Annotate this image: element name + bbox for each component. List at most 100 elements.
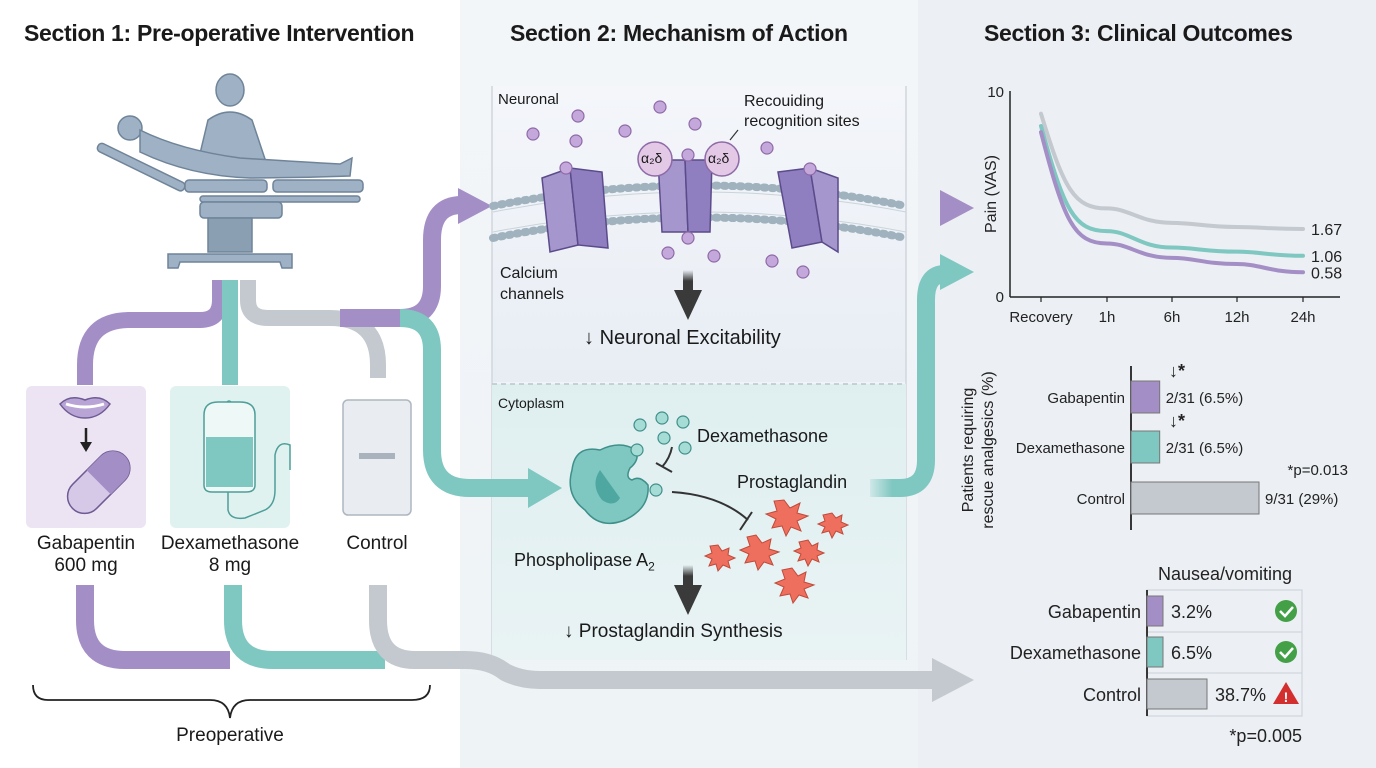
- alpha2delta-subunit-left: [637, 141, 673, 177]
- significance-marker: ↓*: [1169, 361, 1185, 381]
- check-icon: [1275, 600, 1297, 622]
- value-label: 3.2%: [1171, 602, 1212, 622]
- value-label: 38.7%: [1215, 685, 1266, 705]
- phospholipase-subscript: 2: [648, 559, 655, 574]
- p-value-annotation: *p=0.013: [1288, 462, 1348, 479]
- excitability-arrow: [674, 270, 702, 320]
- prostaglandin-synthesis-text: Prostaglandin Synthesis: [578, 621, 783, 642]
- category-label: Control: [1077, 491, 1125, 508]
- calcium-channels-label: Calcium channels: [500, 263, 564, 305]
- recognition-sites-label: Recouiding recognition sites: [744, 92, 860, 132]
- gabapentin-dose: 600 mg: [54, 555, 118, 576]
- dexamethasone-mechanism-label: Dexamethasone: [697, 426, 829, 446]
- dexamethasone-label: Dexamethasone 8 mg: [150, 533, 310, 577]
- inhibition-marks: [655, 446, 753, 531]
- warning-mark: !: [1284, 689, 1289, 705]
- preoperative-brace: [32, 684, 431, 719]
- dexamethasone-name: Dexamethasone: [160, 533, 300, 554]
- gabapentin-name: Gabapentin: [36, 533, 136, 554]
- prostaglandin-molecules: [703, 499, 850, 605]
- patient-on-table-illustration: [96, 73, 364, 269]
- bar-control: [1130, 481, 1260, 515]
- calcium-channel-left: [541, 166, 609, 253]
- check-mark: [1279, 606, 1294, 618]
- section-2-title: Section 2: Mechanism of Action: [510, 20, 848, 46]
- neuronal-excitability-text: Neuronal Excitability: [599, 327, 781, 349]
- bar-dexamethasone: [1146, 636, 1164, 668]
- category-label: Dexamethasone: [1010, 643, 1141, 663]
- phospholipase-text: Phospholipase A: [514, 550, 649, 570]
- series-line-gabapentin: [1039, 130, 1305, 275]
- end-value-label: 1.67: [1311, 222, 1342, 239]
- significance-marker: ↓*: [1169, 411, 1185, 431]
- arrowhead-dexa-in: [528, 468, 562, 508]
- calcium-channels-line2: channels: [500, 286, 565, 303]
- end-value-label: 0.58: [1311, 265, 1342, 282]
- gabapentin-card: [26, 386, 146, 528]
- decrease-arrow-icon: ↓: [564, 621, 574, 642]
- iv-bag-icon: [203, 400, 291, 520]
- section-3-title: Section 3: Clinical Outcomes: [984, 20, 1293, 46]
- section-1-title: Section 1: Pre-operative Intervention: [24, 20, 415, 46]
- warning-icon: [1273, 682, 1299, 704]
- series-line-control: [1039, 111, 1305, 232]
- bar-gabapentin: [1130, 380, 1161, 414]
- check-mark: [1279, 647, 1294, 659]
- alpha2delta-label-left: α₂δ: [641, 150, 663, 166]
- x-tick-label: 12h: [1224, 309, 1249, 326]
- dexamethasone-molecules: [630, 411, 692, 497]
- arrowhead-gabapentin-in: [458, 188, 492, 224]
- recognition-sites-line1: Recouiding: [744, 93, 825, 110]
- control-card: [342, 399, 412, 516]
- bar-dexamethasone: [1130, 430, 1161, 464]
- dexamethasone-dose: 8 mg: [208, 555, 252, 576]
- x-tick-label: Recovery: [1009, 309, 1073, 326]
- gabapentin-molecules: [526, 100, 817, 279]
- chart-title: Nausea/vomiting: [1158, 564, 1292, 584]
- alpha2delta-subunits: [637, 141, 740, 177]
- x-tick-label: 24h: [1290, 309, 1315, 326]
- preoperative-label: Preoperative: [176, 725, 284, 746]
- x-tick-label: 6h: [1164, 309, 1181, 326]
- y-axis-label-line2: rescue analgesics (%): [980, 371, 997, 528]
- p-value-annotation: *p=0.005: [1229, 726, 1302, 746]
- category-label: Gabapentin: [1047, 390, 1125, 407]
- alpha2delta-subunit-right: [704, 141, 740, 177]
- phospholipase-label: Phospholipase A2: [514, 550, 655, 574]
- series-line-dexamethasone: [1039, 124, 1305, 258]
- y-axis-label: Pain (VAS): [983, 155, 1000, 233]
- synthesis-arrow: [674, 565, 702, 615]
- value-label: 2/31 (6.5%): [1166, 440, 1244, 457]
- flow-arrowheads: [458, 188, 974, 702]
- check-icon: [1275, 641, 1297, 663]
- calcium-channel-center: [657, 159, 713, 233]
- calcium-channel-right: [777, 166, 839, 254]
- bar-control: [1146, 678, 1208, 710]
- y-tick-label: 10: [987, 84, 1004, 101]
- arrowhead-control-out: [932, 658, 974, 702]
- flow-paths: [76, 196, 946, 689]
- decrease-arrow-icon: ↓: [584, 327, 594, 349]
- cytoplasm-region-label: Cytoplasm: [498, 395, 565, 411]
- dexamethasone-card: [170, 386, 291, 528]
- x-tick-label: 1h: [1099, 309, 1116, 326]
- recognition-sites-line2: recognition sites: [744, 113, 860, 130]
- category-label: Gabapentin: [1048, 602, 1141, 622]
- value-label: 9/31 (29%): [1265, 491, 1338, 508]
- neuronal-excitability-effect: ↓ Neuronal Excitability: [584, 327, 781, 350]
- control-name: Control: [346, 533, 408, 554]
- value-label: 2/31 (6.5%): [1166, 390, 1244, 407]
- prostaglandin-label: Prostaglandin: [737, 472, 848, 492]
- arrowhead-gabapentin-out: [940, 190, 974, 226]
- value-label: 6.5%: [1171, 643, 1212, 663]
- control-label: Control: [327, 533, 427, 555]
- calcium-channels-line1: Calcium: [500, 265, 558, 282]
- arrowhead-dexa-out: [940, 254, 974, 290]
- bar-gabapentin: [1146, 595, 1164, 627]
- end-value-label: 1.06: [1311, 249, 1342, 266]
- neuronal-region-label: Neuronal: [498, 91, 559, 108]
- y-axis-label-line1: Patients requiring: [960, 388, 977, 513]
